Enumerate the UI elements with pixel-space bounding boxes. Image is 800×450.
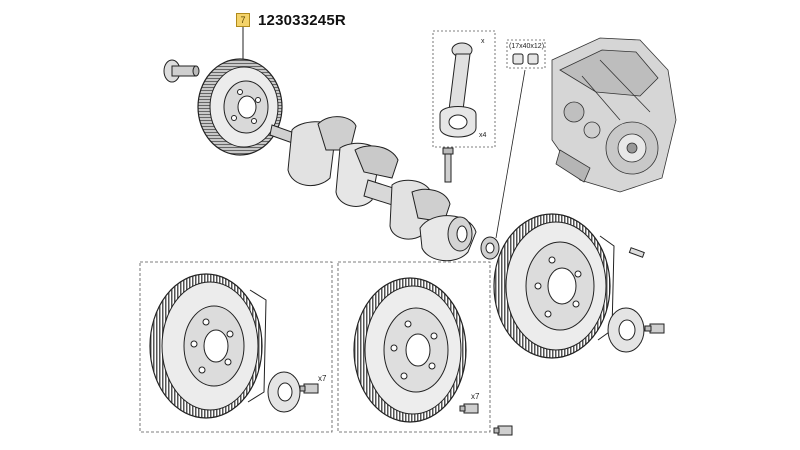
flywheel-bolt-right[interactable] bbox=[644, 323, 665, 334]
thrust-plate-left[interactable] bbox=[267, 371, 301, 413]
connecting-rod[interactable] bbox=[439, 42, 477, 138]
rod-x-label: x bbox=[481, 38, 485, 45]
bolt-qty-left-label: x7 bbox=[318, 374, 327, 383]
bearing-leader bbox=[495, 69, 526, 239]
pulley-bolt[interactable] bbox=[163, 59, 200, 83]
connecting-rod-detail: x x4 bbox=[432, 30, 496, 148]
callout-marker[interactable]: 7 bbox=[236, 13, 250, 27]
bolt-qty-mid-label: x7 bbox=[471, 392, 480, 401]
dowel-pin[interactable] bbox=[628, 247, 645, 258]
detail-box-middle bbox=[337, 261, 491, 433]
rod-bolt[interactable] bbox=[442, 147, 454, 183]
flywheel-left[interactable] bbox=[149, 273, 267, 419]
crankshaft[interactable] bbox=[269, 116, 477, 262]
crankshaft-pulley[interactable] bbox=[197, 58, 283, 156]
thrust-plate-right[interactable] bbox=[607, 307, 645, 353]
bearing-detail: (17x40x12) bbox=[506, 39, 546, 69]
bearing-size-label: (17x40x12) bbox=[509, 43, 544, 50]
pilot-bearing[interactable] bbox=[480, 236, 500, 260]
flywheel-bolt-middle[interactable] bbox=[459, 403, 513, 436]
flywheel-bolt-left[interactable] bbox=[299, 383, 319, 394]
flywheel-right[interactable] bbox=[493, 213, 615, 359]
part-number-label: 123033245R bbox=[258, 12, 346, 29]
detail-box-left bbox=[139, 261, 333, 433]
dual-mass-flywheel[interactable] bbox=[353, 277, 467, 423]
rod-qty-label: x4 bbox=[479, 132, 487, 139]
engine-illustration bbox=[551, 37, 677, 193]
